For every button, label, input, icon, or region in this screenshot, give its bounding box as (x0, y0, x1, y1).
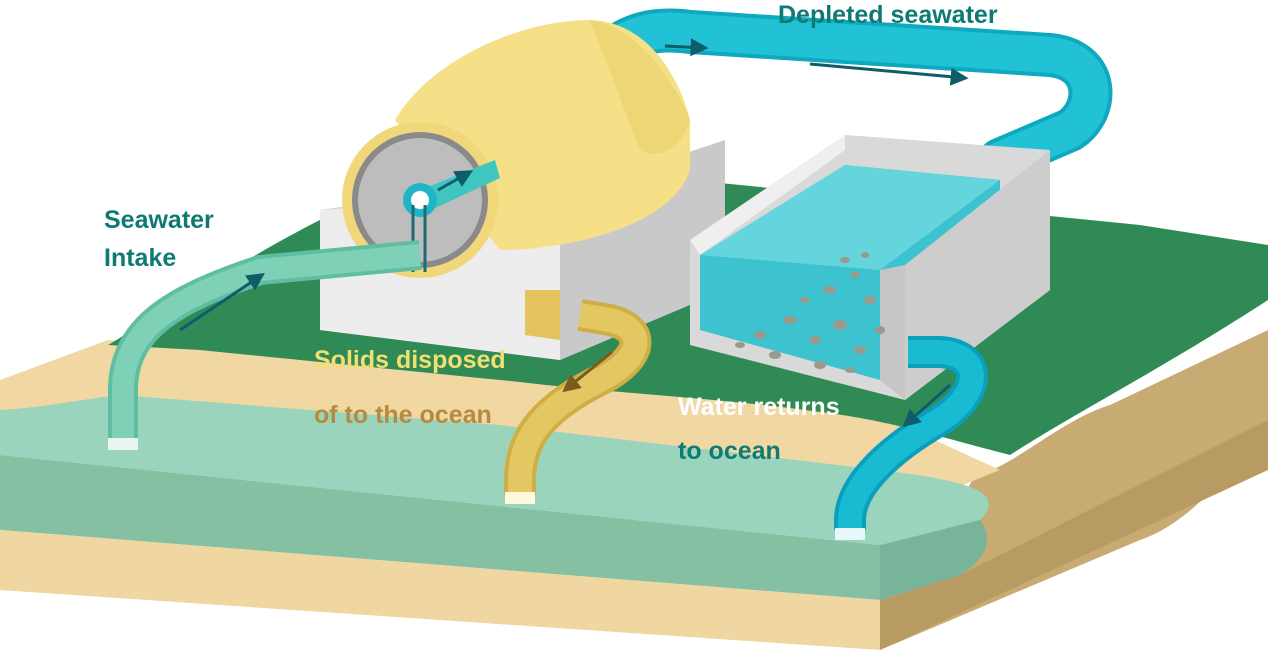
solids-pipe-mouth (505, 492, 535, 504)
drum-flow-arrow (437, 170, 474, 192)
label-water-returns-line2: to ocean (678, 437, 781, 465)
label-seawater-intake-line2: Intake (104, 244, 177, 272)
ocean-side-face (880, 520, 988, 600)
settling-tank (690, 135, 1050, 400)
rotating-drum (342, 20, 690, 278)
label-water-returns-line1: Water returns (678, 393, 840, 421)
label-seawater-intake-line1: Seawater (104, 206, 214, 234)
water-return-pipe (834, 336, 988, 540)
settled-solids (735, 252, 885, 373)
ocean-front-face (0, 455, 880, 600)
solids-pipe (504, 299, 652, 504)
seabed-side-face (880, 420, 1268, 650)
solids-flow-arrow (562, 350, 613, 393)
intake-pipe (108, 240, 422, 450)
water-pipe-mouth (835, 528, 865, 540)
intake-flow-arrow (179, 272, 265, 332)
label-solids-line2: of to the ocean (314, 401, 492, 429)
intake-pipe-mouth (108, 438, 138, 450)
label-solids-line1: Solids disposed (314, 346, 506, 374)
water-flow-arrow (902, 383, 951, 428)
flow-arrow-top-1 (664, 38, 709, 57)
label-depleted-seawater: Depleted seawater (778, 1, 998, 29)
seabed-front-face (0, 530, 880, 650)
ocean-surface (0, 395, 989, 545)
flow-arrow-top-2 (809, 62, 969, 86)
